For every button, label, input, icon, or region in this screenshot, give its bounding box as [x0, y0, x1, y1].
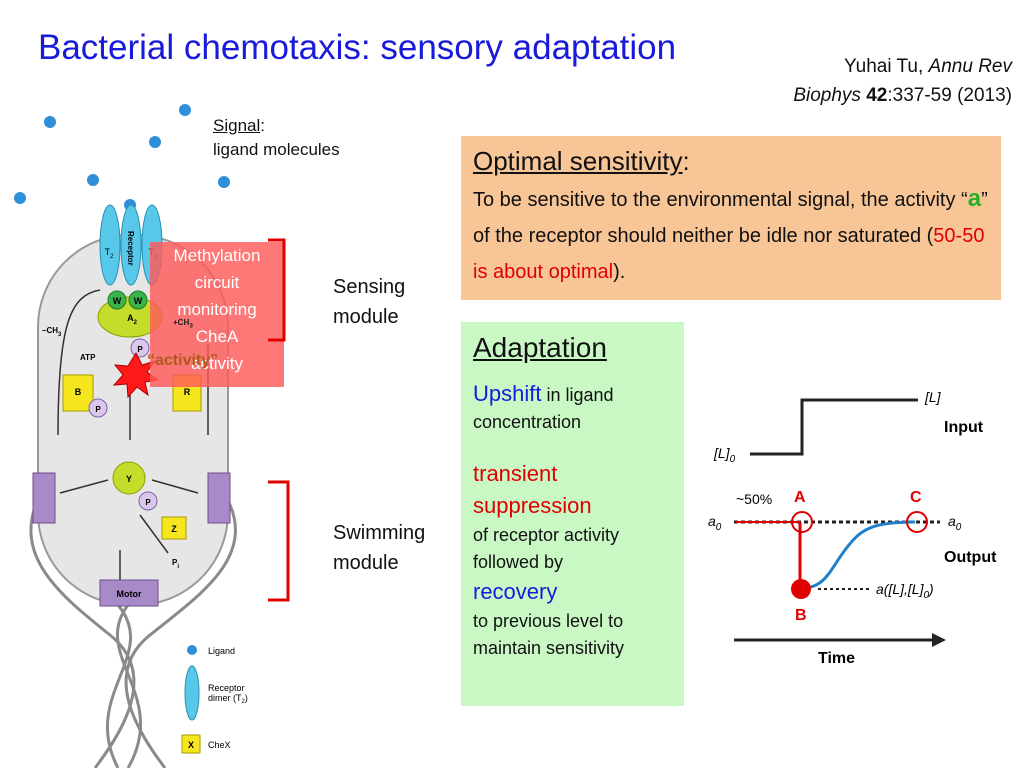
adapted-level-label: a([L],[L]0) — [876, 581, 934, 601]
p-label-y: P — [145, 498, 151, 507]
receptor-array: T2 T2 Receptor — [99, 204, 163, 286]
signal-label: Signal: ligand molecules — [213, 114, 340, 162]
minus-ch3-label: –CH3 — [42, 326, 62, 338]
upshift-text: Upshift in ligand concentration — [473, 381, 614, 432]
phospho-b — [88, 398, 108, 418]
dephospho-arrow — [139, 514, 169, 554]
recovery-text: recovery — [473, 579, 558, 604]
sensing-bracket — [268, 238, 286, 342]
label-c: C — [910, 489, 922, 506]
adaptation-graph: [L] [L]0 Input ~50% A B C a0 a0 Output a… — [708, 389, 997, 667]
swimming-bracket — [268, 480, 290, 602]
output-label: Output — [944, 549, 997, 566]
label-a: A — [794, 489, 806, 506]
p-label-a: P — [137, 345, 143, 354]
legend-receptor-2: dimer (T2) — [208, 693, 248, 705]
legend-chex-symbol: X — [188, 740, 194, 750]
p-label-b: P — [95, 405, 101, 414]
receptor-label: Receptor — [126, 231, 135, 266]
a2-label: A2 — [127, 313, 138, 326]
legend-ligand: Ligand — [208, 646, 235, 656]
module-brackets — [268, 238, 290, 602]
label-b: B — [795, 607, 807, 624]
motor-right — [207, 472, 231, 524]
t2-left-label: T2 — [105, 247, 115, 260]
citation-journal-1: Annu Rev — [928, 56, 1012, 77]
suppression-text: suppression — [473, 493, 592, 518]
atp-label: ATP — [80, 353, 96, 362]
signal-text: ligand molecules — [213, 140, 340, 159]
methylation-box: Methylation circuit monitoring CheA acti… — [150, 242, 284, 387]
phospho-y — [138, 491, 158, 511]
transient-text: transient — [473, 461, 558, 486]
r-label: R — [184, 387, 191, 397]
methylation-line-4: CheA — [195, 327, 239, 346]
citation-author: Yuhai Tu, — [844, 56, 929, 77]
adaptation-heading: Adaptation — [473, 332, 607, 363]
to-previous-text: to previous level to — [473, 611, 624, 631]
chez-box — [161, 516, 187, 540]
chew-right — [128, 290, 148, 310]
cell-diagram: T2 T2 Receptor A2 W W P –CH3 ATP B P R Y… — [14, 104, 248, 768]
ligand-molecules — [14, 104, 230, 211]
input-L0-label: [L]0 — [713, 445, 736, 465]
slide-title: Bacterial chemotaxis: sensory adaptation — [38, 28, 677, 67]
recovery-curve — [801, 520, 916, 590]
citation-journal-2: Biophys — [793, 85, 861, 106]
time-arrowhead — [932, 633, 946, 647]
z-label: Z — [171, 524, 177, 534]
flagella — [29, 494, 237, 768]
input-step — [750, 398, 918, 456]
point-a — [791, 511, 813, 533]
percent-label: ~50% — [736, 491, 772, 507]
w-right-label: W — [134, 296, 143, 306]
point-b — [791, 579, 811, 599]
maintain-text: maintain sensitivity — [473, 638, 625, 658]
methylation-line-2: circuit — [194, 273, 240, 292]
methylation-line-1: Methylation — [173, 246, 261, 265]
activity-overlay: “activity” — [147, 352, 219, 369]
motor-label: Motor — [117, 589, 142, 599]
chey — [112, 461, 146, 495]
b-label: B — [75, 387, 82, 397]
optimal-sensitivity-box: Optimal sensitivity: To be sensitive to … — [461, 136, 1001, 300]
methylation-line-5: activity — [191, 354, 243, 373]
followed-by-text: followed by — [473, 552, 564, 572]
legend-receptor-icon — [184, 665, 200, 721]
w-left-label: W — [113, 296, 122, 306]
point-c — [906, 511, 928, 533]
adaptation-box: Adaptation Upshift in ligand concentrati… — [461, 322, 684, 706]
y-label: Y — [126, 474, 132, 484]
time-label: Time — [818, 650, 855, 667]
legend-ligand-icon — [187, 645, 197, 655]
optimal-text: To be sensitive to the environmental sig… — [473, 185, 988, 283]
motor-bottom — [99, 579, 159, 607]
optimal-heading: Optimal sensitivity: — [473, 146, 690, 176]
cheb-box — [62, 374, 94, 412]
signal-heading: Signal — [213, 116, 261, 135]
citation-pages: :337-59 (2013) — [887, 85, 1012, 106]
input-label: Input — [944, 419, 984, 436]
input-L-label: [L] — [924, 389, 942, 405]
a0-right-label: a0 — [948, 513, 962, 533]
signal-colon: : — [260, 116, 265, 135]
phospho-a — [130, 338, 150, 358]
motor-left — [32, 472, 56, 524]
legend-chex: CheX — [208, 740, 231, 750]
plus-ch3-label: +CH3 — [173, 318, 193, 330]
methylation-line-3: monitoring — [177, 300, 257, 319]
legend-receptor-1: Receptor — [208, 683, 245, 693]
of-receptor-text: of receptor activity — [473, 525, 620, 545]
citation-volume: 42 — [866, 85, 888, 106]
pi-label: Pi — [172, 558, 179, 570]
chew-left — [107, 290, 127, 310]
legend-chex-icon — [181, 734, 201, 754]
citation: Yuhai Tu, Annu Rev Biophys 42:337-59 (20… — [793, 52, 1012, 110]
a0-left-label: a0 — [708, 513, 722, 533]
